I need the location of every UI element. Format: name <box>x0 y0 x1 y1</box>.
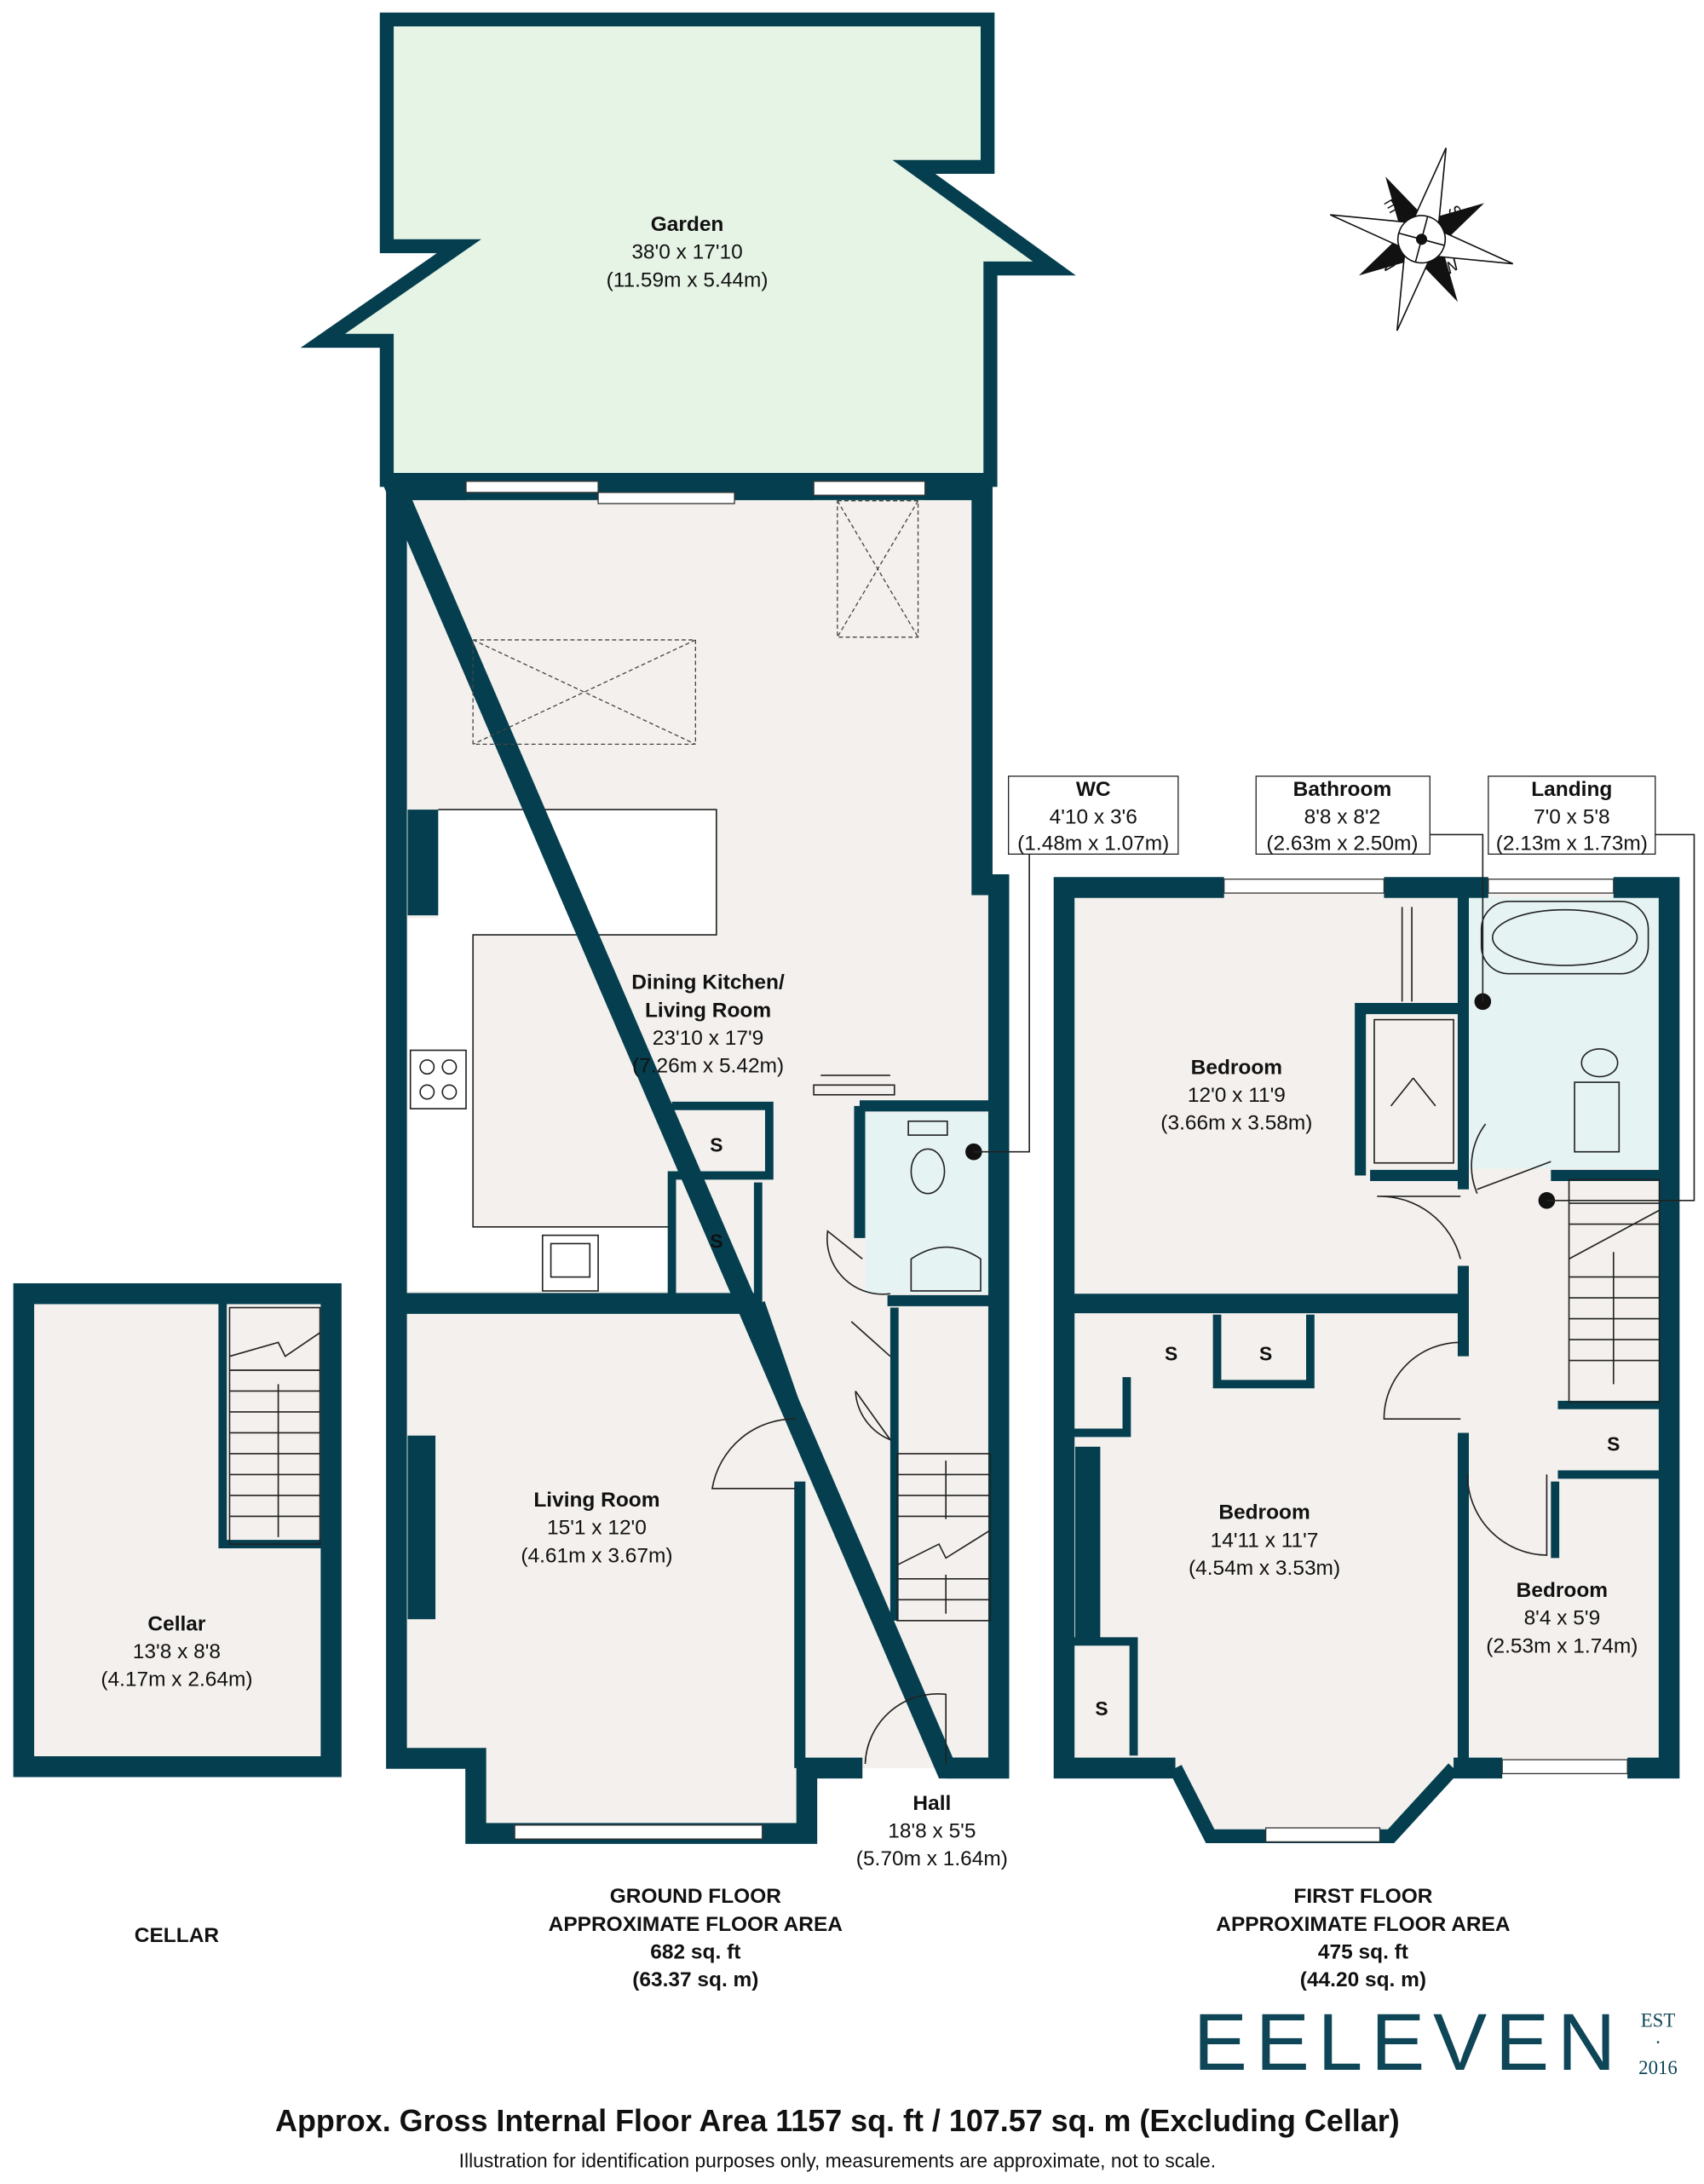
first-floor-title: FIRST FLOOR <box>1293 1885 1432 1908</box>
first-floor-sqft: 475 sq. ft <box>1318 1941 1408 1964</box>
toilet-icon <box>1580 1048 1619 1078</box>
skylight <box>472 500 919 746</box>
landing-imperial: 7'0 x 5'8 <box>1534 805 1610 828</box>
storage-label: S <box>710 1230 722 1252</box>
living-metric: (4.61m x 3.67m) <box>521 1544 672 1567</box>
wc-name: WC <box>1076 778 1111 801</box>
bathroom-name: Bathroom <box>1293 778 1392 801</box>
basin-icon <box>910 1246 982 1292</box>
bedroom1-imperial: 12'0 x 11'9 <box>1188 1084 1286 1107</box>
cellar-name: Cellar <box>147 1612 205 1635</box>
first-stairs <box>1568 1178 1661 1403</box>
kitchen-metric: (7.26m x 5.42m) <box>632 1055 784 1078</box>
logo-name: EELEVEN <box>1194 1997 1624 2088</box>
bedroom2-imperial: 14'11 x 11'7 <box>1211 1529 1319 1552</box>
disclaimer: Illustration for identification purposes… <box>459 2149 1216 2171</box>
sink-icon <box>541 1234 599 1292</box>
ground-floor-sqft: 682 sq. ft <box>650 1941 740 1964</box>
kitchen-name-1: Dining Kitchen/ <box>631 971 785 994</box>
bedroom2-metric: (4.54m x 3.53m) <box>1189 1557 1340 1580</box>
total-floor-area: Approx. Gross Internal Floor Area 1157 s… <box>275 2103 1400 2138</box>
living-name: Living Room <box>533 1489 659 1512</box>
first-floor-sqm: (44.20 sq. m) <box>1300 1968 1426 1991</box>
landing-metric: (2.13m x 1.73m) <box>1496 832 1648 855</box>
storage-label: S <box>710 1134 722 1156</box>
bedroom3-metric: (2.53m x 1.74m) <box>1486 1634 1638 1657</box>
door-arrow-icon <box>813 1075 895 1096</box>
logo-year: 2016 <box>1638 2057 1678 2078</box>
basin-icon <box>1574 1081 1621 1153</box>
wc-metric: (1.48m x 1.07m) <box>1017 832 1169 855</box>
cellar-metric: (4.17m x 2.64m) <box>101 1668 252 1691</box>
compass-icon <box>1329 147 1514 331</box>
storage-label: S <box>1165 1343 1177 1365</box>
wc-imperial: 4'10 x 3'6 <box>1050 805 1137 828</box>
garden-metric: (11.59m x 5.44m) <box>607 268 769 291</box>
storage-label: S <box>1607 1433 1620 1455</box>
ground-floor-sqm: (63.37 sq. m) <box>632 1968 758 1991</box>
bedroom3-imperial: 8'4 x 5'9 <box>1524 1607 1601 1630</box>
ground-floor-title: GROUND FLOOR <box>610 1885 782 1908</box>
kitchen-imperial: 23'10 x 17'9 <box>653 1027 763 1050</box>
living-imperial: 15'1 x 12'0 <box>547 1517 647 1540</box>
logo-est: EST <box>1641 2010 1676 2031</box>
hall-imperial: 18'8 x 5'5 <box>888 1820 976 1843</box>
cellar <box>13 1282 342 1778</box>
ground-stairs <box>896 1453 992 1622</box>
bathroom-metric: (2.63m x 2.50m) <box>1266 832 1418 855</box>
garden-name: Garden <box>651 213 724 236</box>
bedroom1-metric: (3.66m x 3.58m) <box>1160 1112 1312 1135</box>
bedroom2-name: Bedroom <box>1218 1501 1310 1524</box>
hall-metric: (5.70m x 1.64m) <box>856 1847 1008 1870</box>
cellar-floor-title: CELLAR <box>135 1924 220 1947</box>
hall-name: Hall <box>912 1792 951 1815</box>
logo-dot: · <box>1655 2032 1661 2054</box>
storage-label: S <box>1259 1343 1272 1365</box>
storage-label: S <box>1095 1697 1108 1720</box>
bedroom1-name: Bedroom <box>1191 1056 1282 1079</box>
garden-imperial: 38'0 x 17'10 <box>631 241 742 264</box>
eleven-logo: EELEVEN EST · 2016 <box>1194 1997 1678 2088</box>
cellar-imperial: 13'8 x 8'8 <box>133 1640 221 1663</box>
first-floor-subtitle: APPROXIMATE FLOOR AREA <box>1216 1913 1511 1936</box>
bedroom3-name: Bedroom <box>1517 1579 1608 1602</box>
kitchen-name-2: Living Room <box>645 999 771 1022</box>
landing-name: Landing <box>1531 778 1612 801</box>
bath-icon <box>1480 901 1649 975</box>
first-floor <box>1053 833 1695 1844</box>
toilet-icon <box>907 1120 948 1195</box>
ground-floor <box>380 479 1030 1844</box>
hob-icon <box>409 1049 467 1109</box>
ground-floor-subtitle: APPROXIMATE FLOOR AREA <box>549 1913 843 1936</box>
bathroom-imperial: 8'8 x 8'2 <box>1304 805 1381 828</box>
